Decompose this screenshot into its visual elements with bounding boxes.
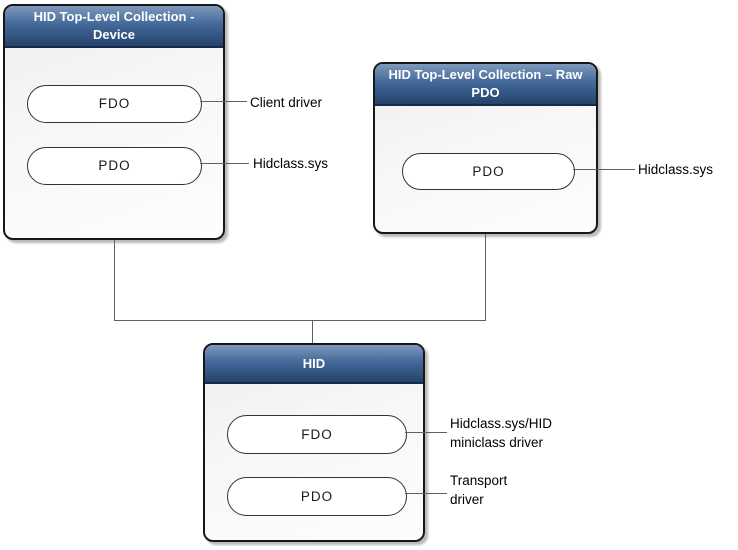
pill-rawpdo-pdo-label: PDO xyxy=(472,163,505,179)
pill-device-pdo-label: PDO xyxy=(98,158,131,174)
callout-line-hidclass-left xyxy=(200,163,249,164)
node-hid-header: HID xyxy=(205,345,423,384)
node-hid-body: FDO PDO xyxy=(205,345,423,540)
node-hid: HID FDO PDO xyxy=(203,343,425,542)
pill-device-fdo: FDO xyxy=(27,85,202,123)
node-hid-tlc-device-title: HID Top-Level Collection - Device xyxy=(33,9,195,42)
callout-line-client-driver xyxy=(200,101,247,102)
node-hid-tlc-raw-pdo-header: HID Top-Level Collection – Raw PDO xyxy=(375,64,596,106)
node-hid-tlc-device: HID Top-Level Collection - Device FDO PD… xyxy=(3,4,225,240)
connector-rawpdo-down xyxy=(485,234,486,321)
pill-hid-fdo-label: FDO xyxy=(301,426,333,442)
callout-line-transport xyxy=(405,493,447,494)
callout-line-hidclass-right xyxy=(573,169,635,170)
pill-hid-pdo-label: PDO xyxy=(300,488,334,504)
connector-hid-up xyxy=(312,320,313,344)
callout-label-hidclass-right: Hidclass.sys xyxy=(638,162,714,177)
connector-horizontal xyxy=(114,320,486,321)
node-hid-tlc-raw-pdo-body: PDO xyxy=(375,64,596,232)
connector-device-down xyxy=(114,240,115,321)
node-hid-tlc-device-body: FDO PDO xyxy=(5,6,223,238)
pill-rawpdo-pdo: PDO xyxy=(402,153,575,190)
callout-label-miniclass: Hidclass.sys/HID miniclass driver xyxy=(450,416,553,450)
node-hid-tlc-raw-pdo-title: HID Top-Level Collection – Raw PDO xyxy=(388,67,583,100)
node-hid-tlc-raw-pdo: HID Top-Level Collection – Raw PDO PDO xyxy=(373,62,598,234)
pill-device-fdo-label: FDO xyxy=(98,96,131,112)
pill-hid-pdo: PDO xyxy=(227,477,407,516)
node-hid-tlc-device-header: HID Top-Level Collection - Device xyxy=(5,6,223,48)
callout-line-miniclass xyxy=(405,432,447,433)
callout-label-hidclass-left: Hidclass.sys xyxy=(253,156,329,171)
callout-label-client-driver: Client driver xyxy=(250,95,323,110)
node-hid-title: HID xyxy=(302,355,326,371)
pill-hid-fdo: FDO xyxy=(227,415,407,454)
callout-label-transport: Transport driver xyxy=(450,473,508,507)
pill-device-pdo: PDO xyxy=(27,147,202,185)
